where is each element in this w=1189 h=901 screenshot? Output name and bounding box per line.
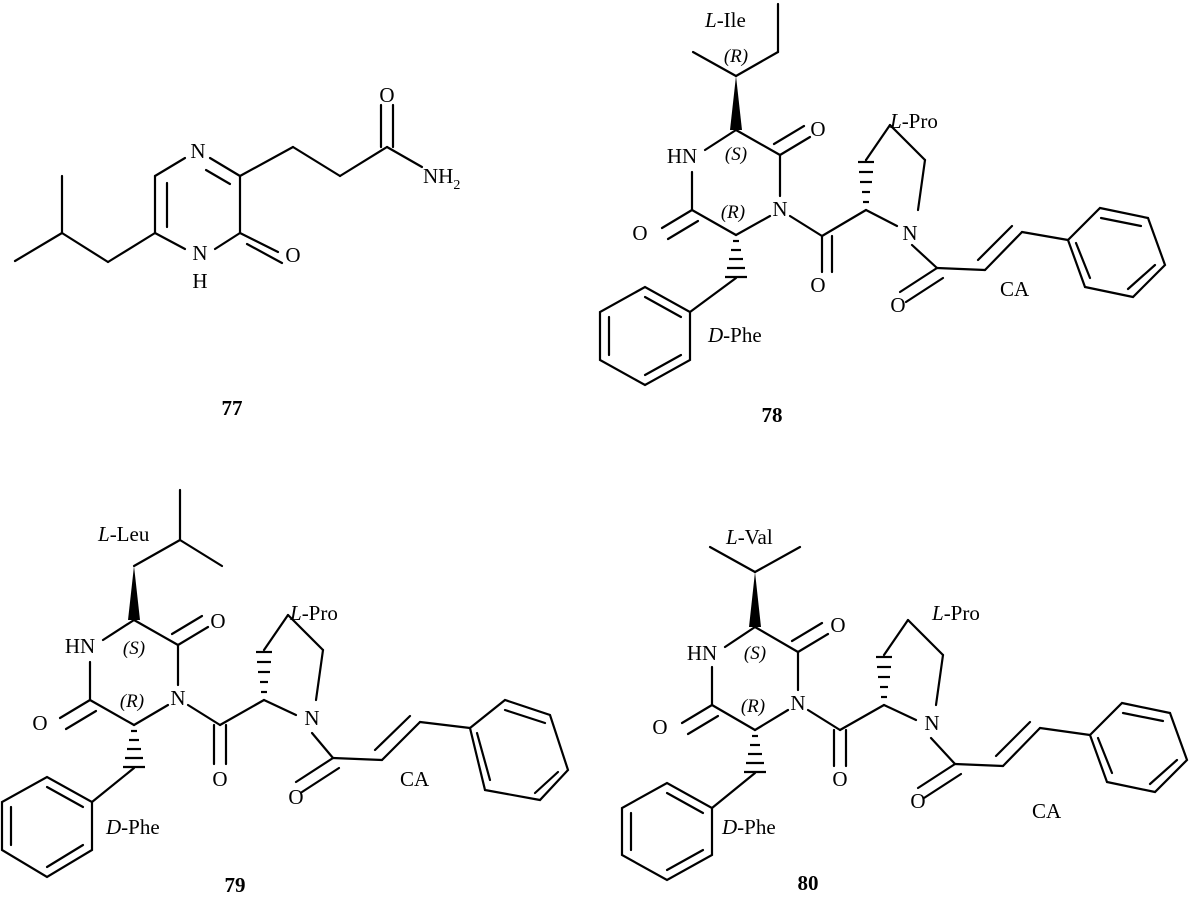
compound-80-number: 80 [798,871,819,895]
compound-77-n-bottom: N [192,241,207,265]
compound-79-stereo-phe: (R) [120,691,144,712]
compound-79-bonds [58,488,472,804]
compound-80-label-phe: D-Phe [721,815,776,839]
compound-78-label-pro: L-Pro [889,109,938,133]
compound-78-hashed-bonds [725,160,874,279]
compound-78: HN N N O O O O (R) (S) (R) L-Ile L-Pro D… [598,2,1167,427]
compound-77-h: H [192,269,207,293]
compound-78-o1: O [810,117,825,141]
compound-78-bonds [660,2,1070,314]
compound-79-o4: O [288,785,303,809]
compound-80-n-pro: N [924,711,939,735]
compound-78-phenyl-phe [598,285,692,387]
compound-79-label-phe: D-Phe [105,815,160,839]
compound-78-stereo-phe: (R) [721,202,745,223]
compound-77-o-amide: O [379,83,394,107]
compound-79-number: 79 [225,873,246,897]
compound-80-o4: O [910,789,925,813]
compound-80-label-aa-prefix: L [725,525,738,549]
compound-77-nh2: NH2 [423,164,460,193]
compound-80-bonds [680,545,1092,810]
compound-80-o2: O [652,715,667,739]
compound-78-o3: O [810,273,825,297]
compound-80: HN N N O O O O (S) (R) L-Val L-Pro D-Phe… [620,525,1189,895]
compound-78-o2: O [632,221,647,245]
compound-80-label-phe-name: -Phe [737,815,776,839]
compound-80-stereo-phe: (R) [741,696,765,717]
compound-79-label-aa: L-Leu [97,522,150,546]
compound-79-o1: O [210,609,225,633]
compound-78-phenyl-cinnamoyl [1066,206,1167,299]
compound-77: N N H O O NH2 77 [13,83,460,420]
compound-79-label-pro-name: -Pro [302,601,338,625]
compound-79-n-pro: N [304,706,319,730]
compound-80-n-ring: N [790,691,805,715]
compound-79-stereo-alpha: (S) [123,638,145,659]
compound-79-label-pro-prefix: L [289,601,302,625]
compound-79-phenyl-phe [0,775,94,879]
compound-78-label-phe-prefix: D [707,323,723,347]
compound-77-nh: NH [423,164,453,188]
compound-78-hn: HN [667,144,697,168]
compound-77-bonds [13,103,424,265]
compound-80-label-aa: L-Val [725,525,773,549]
compound-79-label-phe-prefix: D [105,815,121,839]
compound-78-label-aa-name: -Ile [717,8,746,32]
compound-77-o-ring: O [285,243,300,267]
compound-80-label-pro-prefix: L [931,601,944,625]
compound-80-label-aa-name: -Val [738,525,773,549]
compound-79-label-phe-name: -Phe [121,815,160,839]
compound-80-phenyl-cinnamoyl [1088,701,1189,794]
compound-79-label-aa-name: -Leu [110,522,150,546]
compound-78-label-aa: L-Ile [704,8,746,32]
compound-78-n-ring: N [772,197,787,221]
compound-79: HN N N O O O O (S) (R) L-Leu L-Pro D-Phe… [0,488,570,897]
compound-77-number: 77 [222,396,243,420]
compound-80-label-phe-prefix: D [721,815,737,839]
compound-80-hashed-bonds [744,655,892,774]
compound-78-label-pro-name: -Pro [902,109,938,133]
compound-80-o3: O [832,767,847,791]
compound-79-o3: O [212,767,227,791]
compound-77-nh2-subscript: 2 [453,178,460,193]
compound-80-label-ca: CA [1032,799,1062,823]
compound-80-o1: O [830,613,845,637]
compound-78-label-aa-prefix: L [704,8,717,32]
compound-80-label-pro-name: -Pro [944,601,980,625]
compound-80-phenyl-phe [620,781,714,882]
compound-78-number: 78 [762,403,783,427]
compound-79-hn: HN [65,634,95,658]
compound-77-n-top: N [190,139,205,163]
compound-79-label-ca: CA [400,767,430,791]
compound-79-n-ring: N [170,686,185,710]
compound-80-label-pro: L-Pro [931,601,980,625]
compound-78-label-phe: D-Phe [707,323,762,347]
compound-78-label-pro-prefix: L [889,109,902,133]
compound-79-label-aa-prefix: L [97,522,110,546]
compound-79-label-pro: L-Pro [289,601,338,625]
compound-80-stereo-alpha: (S) [744,643,766,664]
compound-79-o2: O [32,711,47,735]
compound-78-stereo-side: (R) [724,46,748,67]
compound-78-label-phe-name: -Phe [723,323,762,347]
compound-78-o4: O [890,293,905,317]
compound-78-n-pro: N [902,221,917,245]
compound-79-hashed-bonds [123,650,272,769]
compound-79-phenyl-cinnamoyl [468,698,570,802]
compound-78-label-ca: CA [1000,277,1030,301]
compound-78-stereo-alpha: (S) [725,144,747,165]
compound-80-hn: HN [687,641,717,665]
